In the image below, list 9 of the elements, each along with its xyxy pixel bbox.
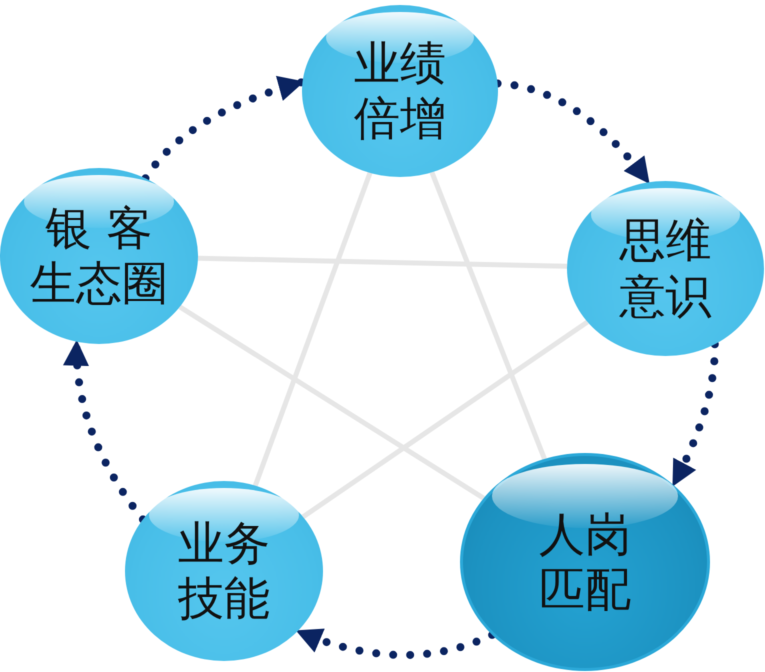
connector-line xyxy=(302,320,589,519)
node-label: 思维意识 xyxy=(618,213,712,324)
node-label: 业绩倍增 xyxy=(353,36,447,146)
connector-line xyxy=(178,304,486,500)
connector-line xyxy=(198,256,568,269)
node-label: 银 客生态圈 xyxy=(29,200,169,312)
node-label: 业务技能 xyxy=(177,516,271,626)
node-label: 人岗匹配 xyxy=(538,506,632,618)
connector-line xyxy=(252,172,372,486)
